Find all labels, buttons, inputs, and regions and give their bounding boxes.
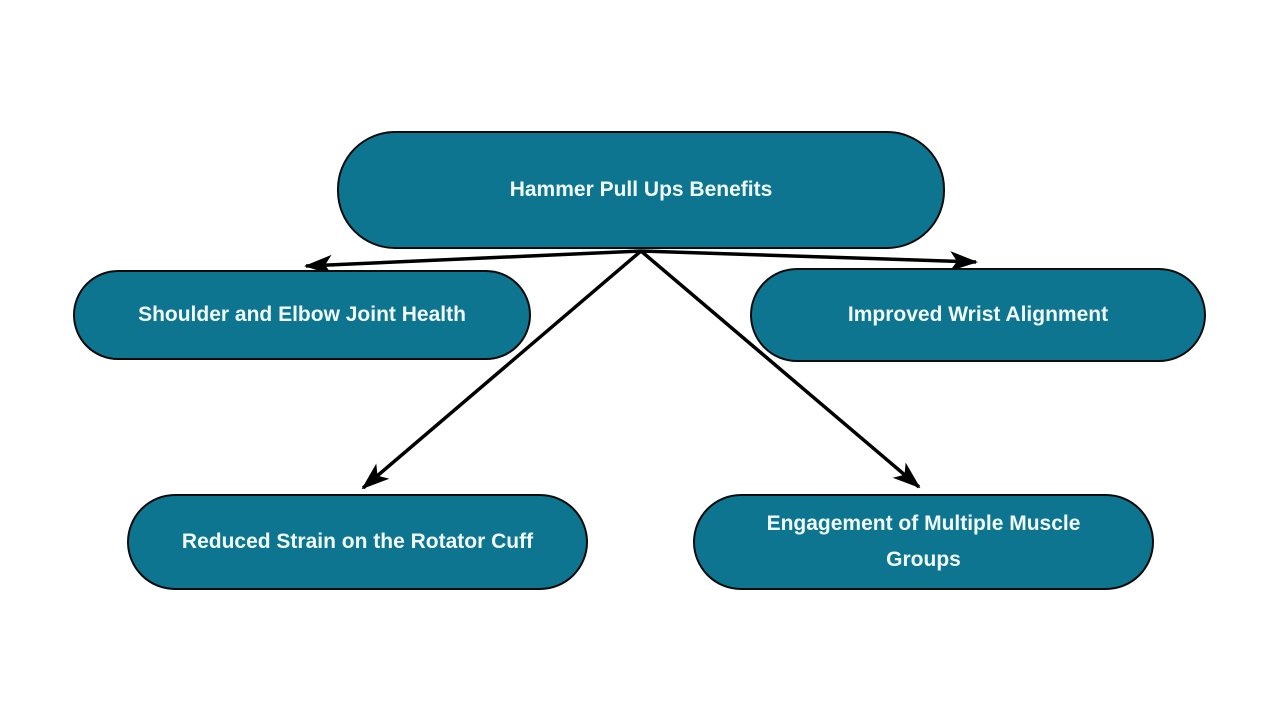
node-label: Hammer Pull Ups Benefits [509, 178, 773, 202]
node-shoulder-elbow-joint-health: Shoulder and Elbow Joint Health [73, 270, 531, 360]
node-engagement-multiple-muscle-groups: Engagement of Multiple Muscle Groups [693, 494, 1154, 590]
node-reduced-strain-rotator-cuff: Reduced Strain on the Rotator Cuff [127, 494, 588, 590]
node-label: Reduced Strain on the Rotator Cuff [181, 530, 534, 554]
edge-root-to-wrist-alignment [640, 249, 978, 272]
node-hammer-pull-ups-benefits: Hammer Pull Ups Benefits [337, 131, 945, 249]
node-label: Improved Wrist Alignment [847, 303, 1109, 327]
node-label: Engagement of Multiple Muscle Groups [766, 512, 1081, 571]
node-label: Shoulder and Elbow Joint Health [138, 303, 466, 327]
edge-root-to-shoulder-elbow [304, 249, 642, 275]
node-improved-wrist-alignment: Improved Wrist Alignment [750, 268, 1206, 362]
